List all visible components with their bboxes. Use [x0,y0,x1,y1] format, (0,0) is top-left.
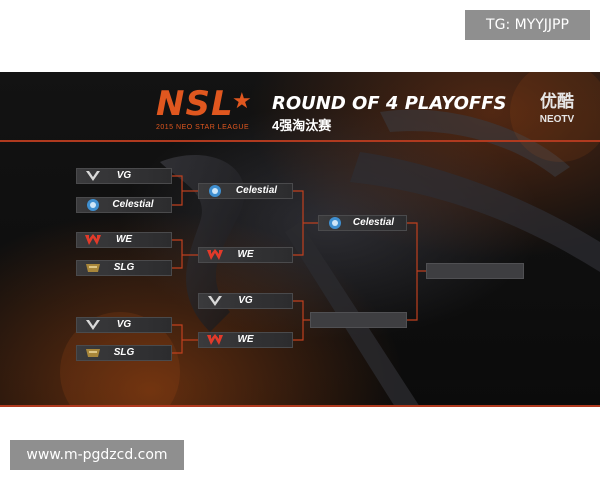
we-logo-icon [83,231,103,249]
team-name: SLG [113,262,135,273]
neotv-label: NEOTV [539,114,575,125]
footer-divider [0,405,600,407]
broadcaster-logo: 优酷 NEOTV [527,87,587,127]
bracket-slot-lower-r2-2: WE [198,332,293,348]
team-name: WE [115,234,133,245]
bracket-slot-lower-r1-1: VG [76,317,172,333]
team-name: Celestial [235,185,278,196]
page-title: ROUND OF 4 PLAYOFFS [272,93,507,114]
bracket-lines [172,175,426,354]
we-logo-icon [205,246,225,264]
vg-logo-icon [83,167,103,185]
tg-watermark: TG: MYYJJPP [465,10,590,40]
bracket-slot-lower-final [310,312,407,328]
logo-subtitle: 2015 NEO STAR LEAGUE [156,124,250,131]
bracket-slot-lower-r1-2: SLG [76,345,172,361]
celestial-logo-icon [205,182,225,200]
url-watermark: www.m-pgdzcd.com [10,440,184,470]
celestial-logo-icon [83,196,103,214]
team-name: Celestial [352,217,395,228]
star-icon: ★ [232,88,252,113]
celestial-logo-icon [325,214,345,232]
bracket-slot-upper-r1-4: SLG [76,260,172,276]
team-name: WE [237,334,254,345]
bracket-slot-upper-r2-2: WE [198,247,293,263]
bracket-slot-upper-r2-1: Celestial [198,183,293,199]
youku-label: 优酷 [540,92,574,111]
bracket-slot-grand-final [426,263,524,279]
header-divider [0,140,600,142]
video-frame: NSL ★ 2015 NEO STAR LEAGUE ROUND OF 4 PL… [0,72,600,407]
bracket-slot-upper-r1-2: Celestial [76,197,172,213]
team-name: VG [116,319,132,330]
slg-logo-icon [83,259,103,277]
bracket-slot-lower-r2-1: VG [198,293,293,309]
vg-logo-icon [83,316,103,334]
bracket-slot-upper-r1-3: WE [76,232,172,248]
page-subtitle: 4强淘汰赛 [272,118,332,133]
we-logo-icon [205,331,225,349]
team-name: VG [116,170,132,181]
bracket-slot-upper-r1-1: VG [76,168,172,184]
nsl-logo: NSL ★ 2015 NEO STAR LEAGUE [154,84,254,131]
slg-logo-icon [83,344,103,362]
bracket-slot-upper-final: Celestial [318,215,407,231]
team-name: SLG [113,347,135,358]
team-name: VG [238,295,253,306]
logo-wordmark: NSL [156,84,234,124]
vg-logo-icon [205,292,225,310]
team-name: Celestial [112,199,154,210]
team-name: WE [237,249,254,260]
